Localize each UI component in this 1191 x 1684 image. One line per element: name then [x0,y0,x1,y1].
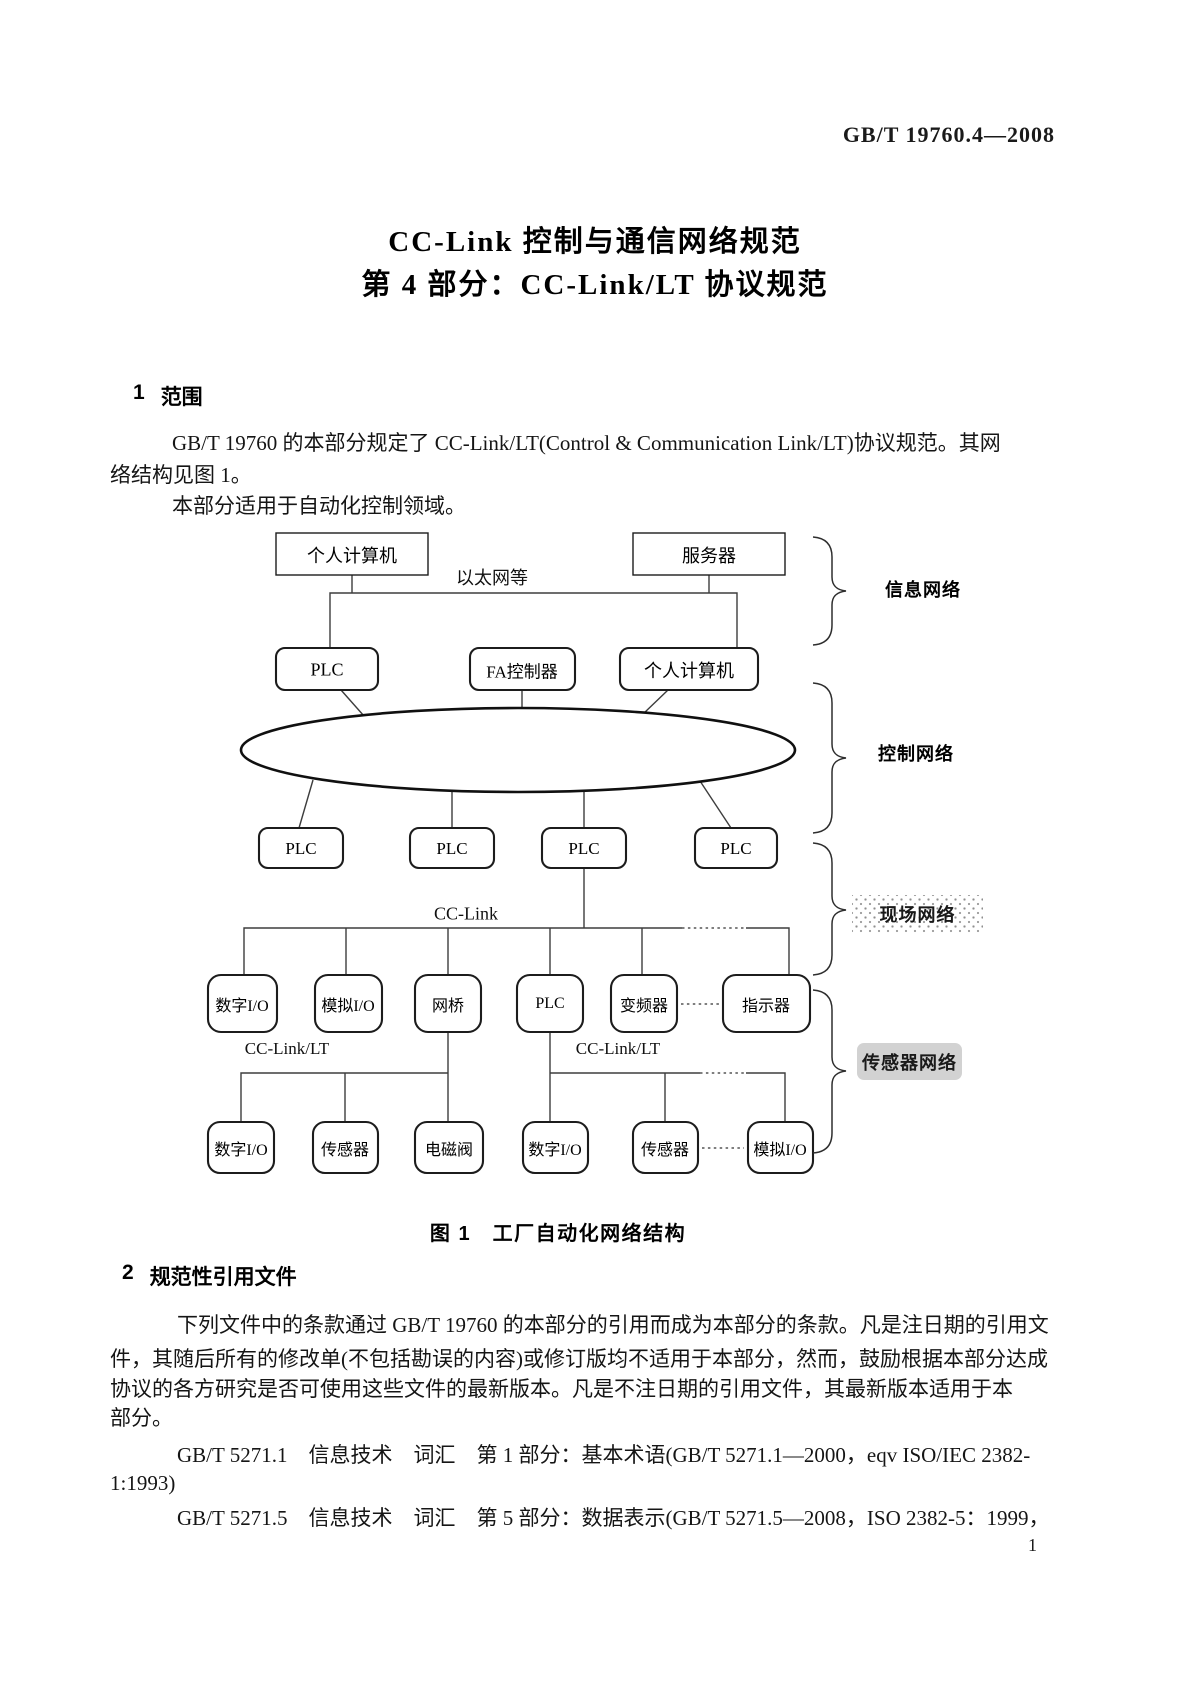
reference-line: 1:1993) [110,1471,176,1495]
section-1-title: 范围 [160,386,203,409]
zone-label-sensor-network-text: 传感器网络 [862,1052,957,1073]
box-sensor-l5b [631,1120,700,1175]
zone-label-field-network: 现场网络 [852,895,983,933]
zone-label-sensor-network: 传感器网络 [857,1043,962,1080]
box-sensor-l5a [311,1120,380,1175]
document-code: GB/T 19760.4—2008 [842,122,1055,147]
node-label-digital-io-l5a: 数字I/O [214,1142,268,1159]
node-label-plc-l3-1: PLC [285,839,317,858]
box-plc-l3-2 [408,826,496,870]
brace-info-network [812,536,847,646]
box-plc-l2 [274,646,380,692]
node-label-plc-l3-2: PLC [436,839,468,858]
section-2-title: 规范性引用文件 [149,1266,297,1289]
zone-label-field-network-text: 现场网络 [879,905,956,925]
paragraph-line: 本部分适用于自动化控制领域。 [172,494,466,518]
document-title-line1: CC-Link 控制与通信网络规范 [388,226,802,258]
box-pc-top [275,532,429,576]
control-network-ellipse [239,706,797,794]
ethernet-bus-lines [329,575,738,648]
box-inverter [609,973,679,1034]
node-label-plc-l2: PLC [310,659,344,680]
control-network-connectors [298,689,732,829]
box-pc-l2 [618,646,760,692]
node-label-pc-l2: 个人计算机 [644,661,734,681]
cc-link-lt-bus-lines [240,1032,786,1149]
paragraph-line: 协议的各方研究是否可使用这些文件的最新版本。凡是不注日期的引用文件，其最新版本适… [110,1377,1013,1401]
node-label-digital-io-l4: 数字I/O [215,998,269,1015]
section-1-heading: 1 范围 [133,381,203,411]
document-title-line2: 第 4 部分：CC-Link/LT 协议规范 [361,269,829,301]
bus-label-cc-link-lt-right: CC-Link/LT [575,1039,661,1058]
box-indicator [721,973,812,1034]
bus-label-cc-link: CC-Link [433,903,499,924]
section-2-heading: 2 规范性引用文件 [122,1261,297,1291]
section-1-number: 1 [133,381,145,404]
node-label-plc-l4: PLC [535,995,565,1012]
box-digital-io-l5a [206,1120,276,1175]
node-label-bridge: 网桥 [431,998,465,1015]
box-fa-controller [468,646,577,692]
node-label-fa-controller: FA控制器 [486,662,558,682]
paragraph-line: GB/T 19760 的本部分规定了 CC-Link/LT(Control & … [172,431,1001,455]
paragraph-line: 络结构见图 1。 [110,463,252,487]
box-bridge [413,973,483,1034]
node-label-solenoid-valve: 电磁阀 [424,1142,474,1159]
box-plc-l3-4 [693,826,779,870]
paragraph-line: 件，其随后所有的修改单(不包括勘误的内容)或修订版均不适用于本部分，然而，鼓励根… [110,1347,1048,1371]
node-label-indicator: 指示器 [741,998,791,1015]
reference-line: GB/T 5271.1 信息技术 词汇 第 1 部分：基本术语(GB/T 527… [177,1443,1031,1467]
node-label-plc-l3-3: PLC [568,839,600,858]
box-digital-io-l4 [206,973,279,1034]
node-label-pc-top: 个人计算机 [307,546,397,566]
cc-link-bus-lines [243,868,790,1005]
zone-label-info-network: 信息网络 [885,580,961,600]
brace-field-network [812,842,847,976]
box-plc-l3-3 [540,826,628,870]
box-plc-l4 [515,973,585,1034]
box-plc-l3-1 [257,826,345,870]
paragraph-line: 部分。 [110,1406,173,1430]
page-number: 1 [1028,1535,1037,1555]
node-label-sensor-l5b: 传感器 [640,1142,690,1159]
brace-sensor-network [812,989,847,1154]
reference-line: GB/T 5271.5 信息技术 词汇 第 5 部分：数据表示(GB/T 527… [177,1506,1050,1530]
node-label-digital-io-l5b: 数字I/O [528,1142,582,1159]
node-label-analog-io-l5: 模拟I/O [753,1142,807,1159]
node-label-plc-l3-4: PLC [720,839,752,858]
section-2-number: 2 [122,1261,134,1284]
brace-control-network [812,682,847,834]
node-label-analog-io-l4: 模拟I/O [321,998,375,1015]
bus-label-cc-link-lt-left: CC-Link/LT [244,1039,330,1058]
zone-label-control-network: 控制网络 [878,744,954,764]
box-digital-io-l5b [521,1120,590,1175]
box-solenoid-valve [413,1120,485,1175]
box-analog-io-l4 [313,973,384,1034]
node-label-inverter: 变频器 [619,998,669,1015]
bus-label-ethernet: 以太网等 [456,568,528,588]
box-analog-io-l5 [746,1120,815,1175]
node-label-server: 服务器 [682,546,736,566]
box-server [632,532,786,576]
paragraph-line: 下列文件中的条款通过 GB/T 19760 的本部分的引用而成为本部分的条款。凡… [177,1313,1049,1337]
node-label-sensor-l5a: 传感器 [320,1142,370,1159]
figure-1-caption: 图 1 工厂自动化网络结构 [429,1223,687,1245]
